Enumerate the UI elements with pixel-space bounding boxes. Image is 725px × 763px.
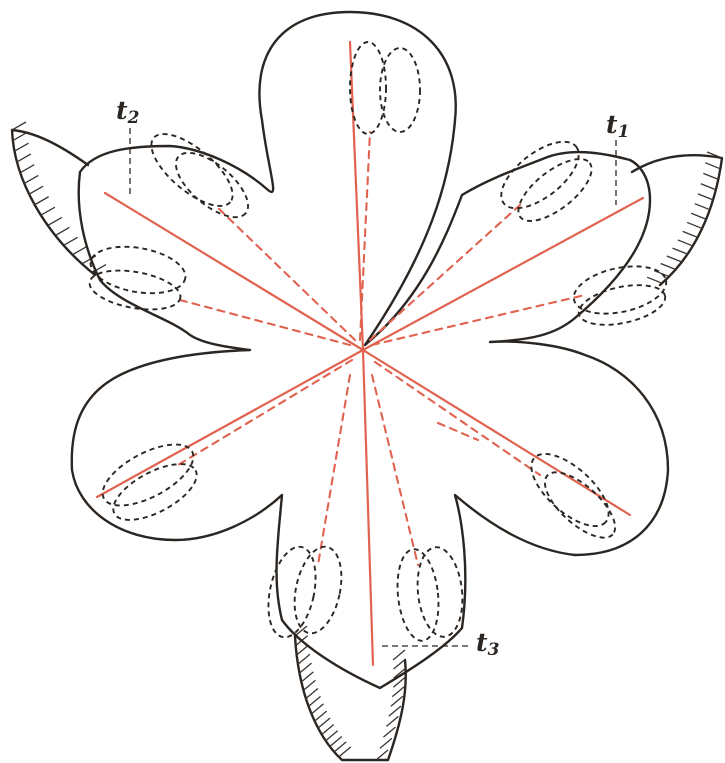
- bract-upper-right: [632, 152, 722, 285]
- anther-upper-left: [140, 122, 258, 229]
- bract-upper-left: [12, 122, 106, 275]
- anther-left: [87, 240, 190, 316]
- anther-top: [350, 42, 420, 134]
- anther-lower-left: [94, 432, 205, 531]
- label-t1: t1: [606, 112, 629, 141]
- anther-right: [569, 259, 670, 332]
- bract-bottom: [295, 626, 406, 760]
- anther-bottom-right: [393, 545, 466, 643]
- label-t2: t2: [116, 98, 139, 127]
- anther-bottom-left: [261, 542, 349, 641]
- label-t3: t3: [476, 630, 499, 659]
- tepal-axes: [97, 42, 643, 665]
